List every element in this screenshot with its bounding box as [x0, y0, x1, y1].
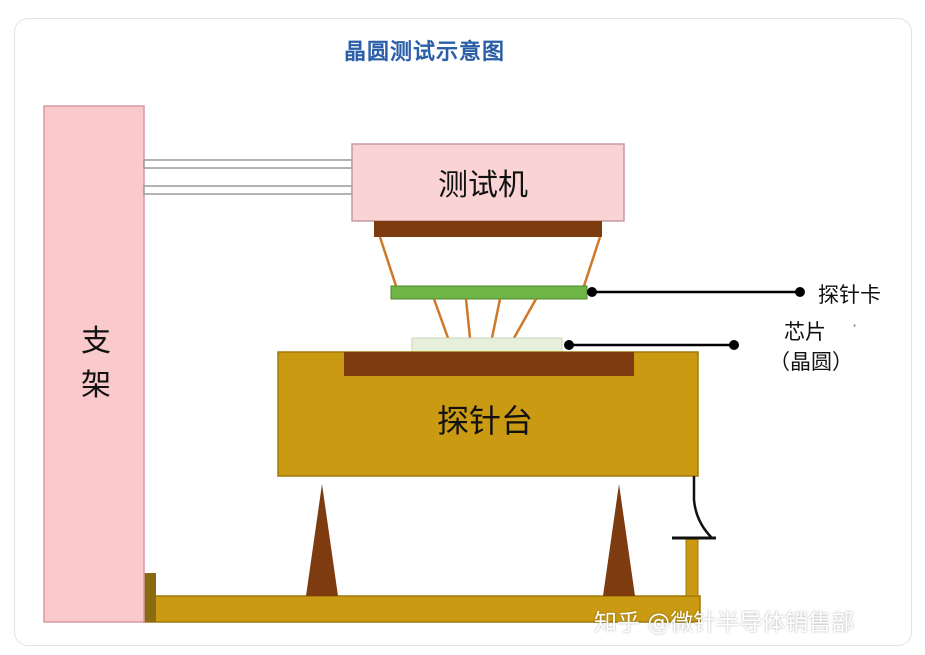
stand-label: 支架: [81, 324, 111, 403]
base-rail-foot: [144, 573, 156, 622]
chuck-top-plate: [344, 352, 634, 376]
wafer-pointer-start: [564, 340, 574, 350]
watermark: 知乎 @微针半导体销售部: [594, 610, 855, 636]
base-rail: [143, 595, 701, 623]
head-line-left: [378, 236, 398, 287]
support-cone-right: [603, 484, 635, 596]
probe-card: [390, 285, 588, 300]
probe-needle-3: [490, 298, 502, 339]
probe-card-pointer-end: [795, 287, 805, 297]
arm-upper: [143, 159, 353, 169]
side-post: [685, 537, 699, 597]
side-cable: [692, 476, 713, 539]
head-line-right: [582, 236, 602, 287]
diagram-frame: [14, 18, 912, 646]
wafer-label: （晶圆）: [769, 350, 853, 374]
probe-needle-4: [512, 298, 538, 339]
wafer: [411, 337, 563, 353]
stand: [43, 105, 145, 623]
probe-needle-2: [464, 298, 472, 339]
chuck-label: 探针台: [437, 402, 534, 440]
tester-head: [374, 221, 602, 237]
chip-label: 芯片: [784, 320, 826, 344]
chip-label-dot: ·: [852, 316, 858, 335]
support-cone-left: [306, 484, 338, 596]
wafer-pointer-end: [729, 340, 739, 350]
probe-needle-1: [432, 298, 450, 339]
tester-label: 测试机: [438, 168, 528, 203]
diagram-title: 晶圆测试示意图: [344, 40, 506, 65]
probe-card-pointer-start: [587, 287, 597, 297]
probe-card-label: 探针卡: [818, 283, 881, 307]
arm-lower: [143, 185, 353, 195]
tester: [351, 143, 625, 222]
